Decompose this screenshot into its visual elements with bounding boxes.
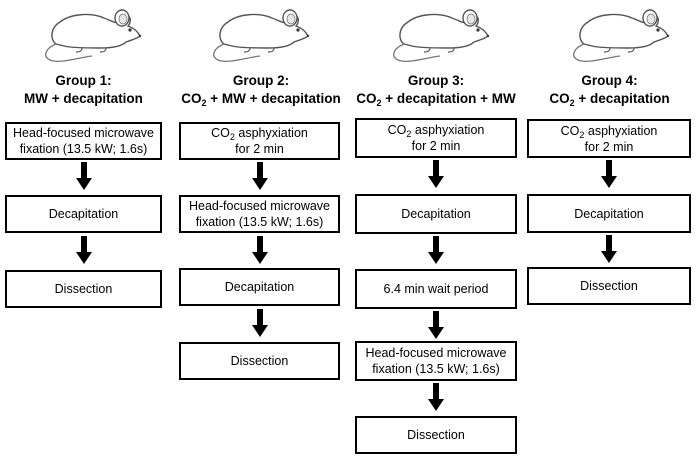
group-3-title: Group 3: CO2 + decapitation + MW xyxy=(356,73,516,108)
arrow-down-icon xyxy=(601,160,617,188)
group-4-title: Group 4: CO2 + decapitation xyxy=(549,73,670,108)
step-decapitation: Decapitation xyxy=(179,268,340,306)
arrow-down-icon xyxy=(428,160,444,188)
step-wait-period: 6.4 min wait period xyxy=(355,269,517,309)
arrow-down-icon xyxy=(252,162,268,190)
arrow-down-icon xyxy=(428,383,444,411)
step-dissection: Dissection xyxy=(355,416,517,454)
step-decapitation: Decapitation xyxy=(355,194,517,234)
group-2-title: Group 2: CO2 + MW + decapitation xyxy=(181,73,341,108)
step-decapitation: Decapitation xyxy=(527,194,691,233)
arrow-down-icon xyxy=(252,236,268,264)
arrow-down-icon xyxy=(601,235,617,263)
arrow-down-icon xyxy=(428,236,444,264)
group-3-column: Group 3: CO2 + decapitation + MW CO2 asp… xyxy=(350,0,522,457)
mouse-icon xyxy=(573,9,670,63)
group-1-column: Group 1: MW + decapitation Head-focused … xyxy=(0,0,167,457)
group-4-column: Group 4: CO2 + decapitation CO2 asphyxia… xyxy=(522,0,697,457)
group-1-title: Group 1: MW + decapitation xyxy=(24,73,143,106)
mouse-icon xyxy=(393,9,490,63)
step-dissection: Dissection xyxy=(527,267,691,305)
step-decapitation: Decapitation xyxy=(5,195,162,233)
arrow-down-icon xyxy=(428,311,444,339)
group-2-column: Group 2: CO2 + MW + decapitation CO2 asp… xyxy=(172,0,350,457)
step-dissection: Dissection xyxy=(5,270,162,308)
arrow-down-icon xyxy=(76,162,92,190)
mouse-icon xyxy=(213,9,310,63)
arrow-down-icon xyxy=(76,236,92,264)
mouse-icon xyxy=(45,9,142,63)
step-dissection: Dissection xyxy=(179,342,340,380)
arrow-down-icon xyxy=(252,309,268,337)
